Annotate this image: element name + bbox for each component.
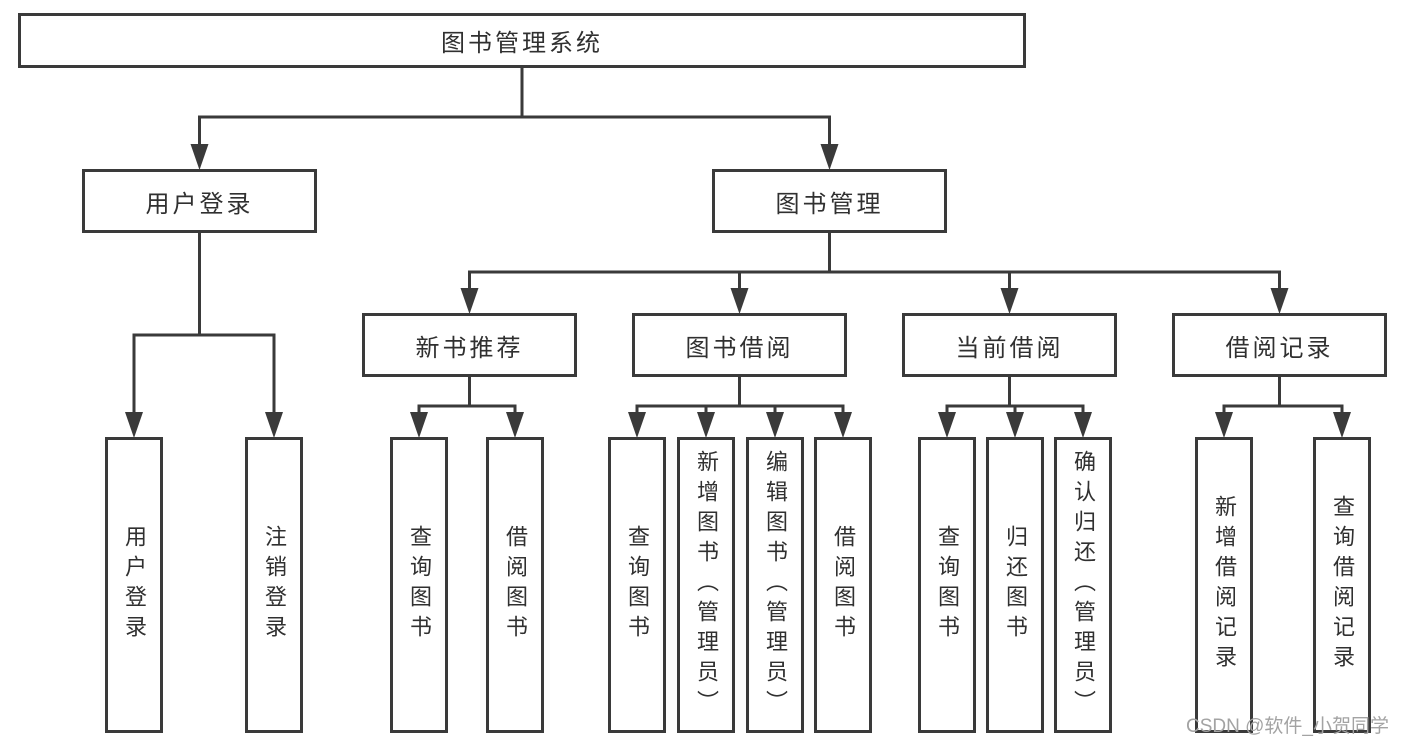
leaf-query-books-recommend: 查询图书 (390, 437, 448, 733)
leaf-confirm-return-admin-label: 确认归还（管理员） (1071, 450, 1096, 720)
leaf-add-borrow-record-label: 新增借阅记录 (1212, 495, 1237, 675)
leaf-query-books-current-label: 查询图书 (935, 525, 960, 645)
leaf-add-book-admin-label: 新增图书（管理员） (694, 450, 719, 720)
leaf-edit-book-admin: 编辑图书（管理员） (746, 437, 804, 733)
leaf-query-books-recommend-label: 查询图书 (407, 525, 432, 645)
node-borrow-records: 借阅记录 (1172, 313, 1387, 377)
leaf-query-borrow-record: 查询借阅记录 (1313, 437, 1371, 733)
node-user-login-label: 用户登录 (145, 190, 254, 218)
leaf-query-books-current: 查询图书 (918, 437, 976, 733)
leaf-query-books-borrow-label: 查询图书 (625, 525, 650, 645)
csdn-watermark: CSDN @软件_小贺同学 (1186, 716, 1389, 737)
node-new-book-recommend: 新书推荐 (362, 313, 577, 377)
node-current-borrow: 当前借阅 (902, 313, 1117, 377)
leaf-borrow-books-recommend: 借阅图书 (486, 437, 544, 733)
node-root-system: 图书管理系统 (18, 13, 1026, 68)
node-book-borrow-label: 图书借阅 (685, 334, 794, 362)
node-current-borrow-label: 当前借阅 (955, 334, 1064, 362)
leaf-borrow-books: 借阅图书 (814, 437, 872, 733)
node-book-management-label: 图书管理 (775, 190, 884, 218)
leaf-user-login-label: 用户登录 (122, 525, 147, 645)
leaf-return-books: 归还图书 (986, 437, 1044, 733)
leaf-add-book-admin: 新增图书（管理员） (677, 437, 735, 733)
arrowhead-icons (125, 144, 1351, 438)
node-user-login: 用户登录 (82, 169, 317, 233)
leaf-return-books-label: 归还图书 (1003, 525, 1028, 645)
leaf-add-borrow-record: 新增借阅记录 (1195, 437, 1253, 733)
node-borrow-records-label: 借阅记录 (1225, 334, 1334, 362)
leaf-edit-book-admin-label: 编辑图书（管理员） (763, 450, 788, 720)
node-root-label: 图书管理系统 (441, 30, 603, 57)
node-book-borrow: 图书借阅 (632, 313, 847, 377)
leaf-logout: 注销登录 (245, 437, 303, 733)
node-book-management: 图书管理 (712, 169, 947, 233)
leaf-user-login: 用户登录 (105, 437, 163, 733)
node-new-book-recommend-label: 新书推荐 (415, 334, 524, 362)
leaf-logout-label: 注销登录 (262, 525, 287, 645)
leaf-borrow-books-recommend-label: 借阅图书 (503, 525, 528, 645)
leaf-query-borrow-record-label: 查询借阅记录 (1330, 495, 1355, 675)
leaf-borrow-books-label: 借阅图书 (831, 525, 856, 645)
leaf-confirm-return-admin: 确认归还（管理员） (1054, 437, 1112, 733)
leaf-query-books-borrow: 查询图书 (608, 437, 666, 733)
